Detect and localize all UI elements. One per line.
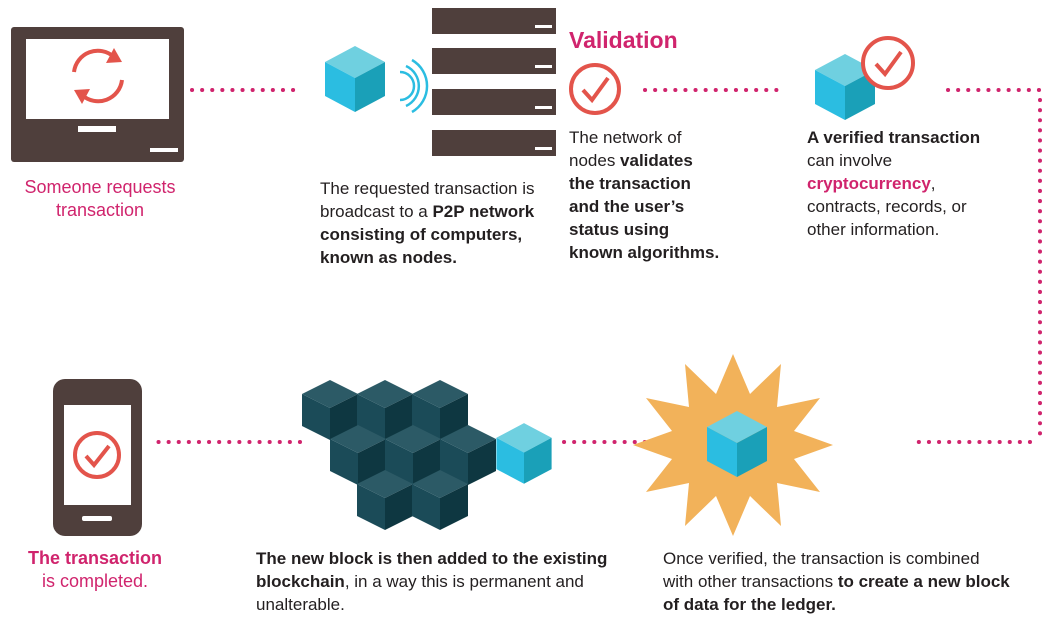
- server-stack-icon: [432, 8, 556, 156]
- signal-waves-icon: [399, 58, 429, 114]
- computer-icon: [11, 27, 184, 162]
- new-block-starburst: [633, 354, 833, 536]
- step4-description: A verified transaction can involve crypt…: [807, 128, 981, 239]
- completed-check-icon: [73, 431, 121, 479]
- step2-description: The requested transaction is broadcast t…: [320, 179, 535, 267]
- smartphone-icon: [53, 379, 142, 536]
- verified-check-icon: [861, 36, 915, 90]
- step5-description: Once verified, the transaction is combin…: [663, 549, 1010, 614]
- connector-lines: [148, 88, 1042, 444]
- step7-label: The transaction is completed.: [27, 548, 163, 591]
- refresh-icon: [72, 48, 124, 104]
- step1-label: Someone requests transaction: [24, 177, 176, 220]
- step6-description: The new block is then added to the exist…: [256, 549, 608, 614]
- step3-description: The network of nodes validates the trans…: [569, 128, 720, 262]
- transaction-block-icon: [325, 46, 385, 112]
- appended-block-icon: [496, 423, 552, 484]
- validation-check-icon: [569, 63, 621, 115]
- validation-heading: Validation: [569, 27, 678, 53]
- blockchain-cluster-icon: [302, 380, 496, 530]
